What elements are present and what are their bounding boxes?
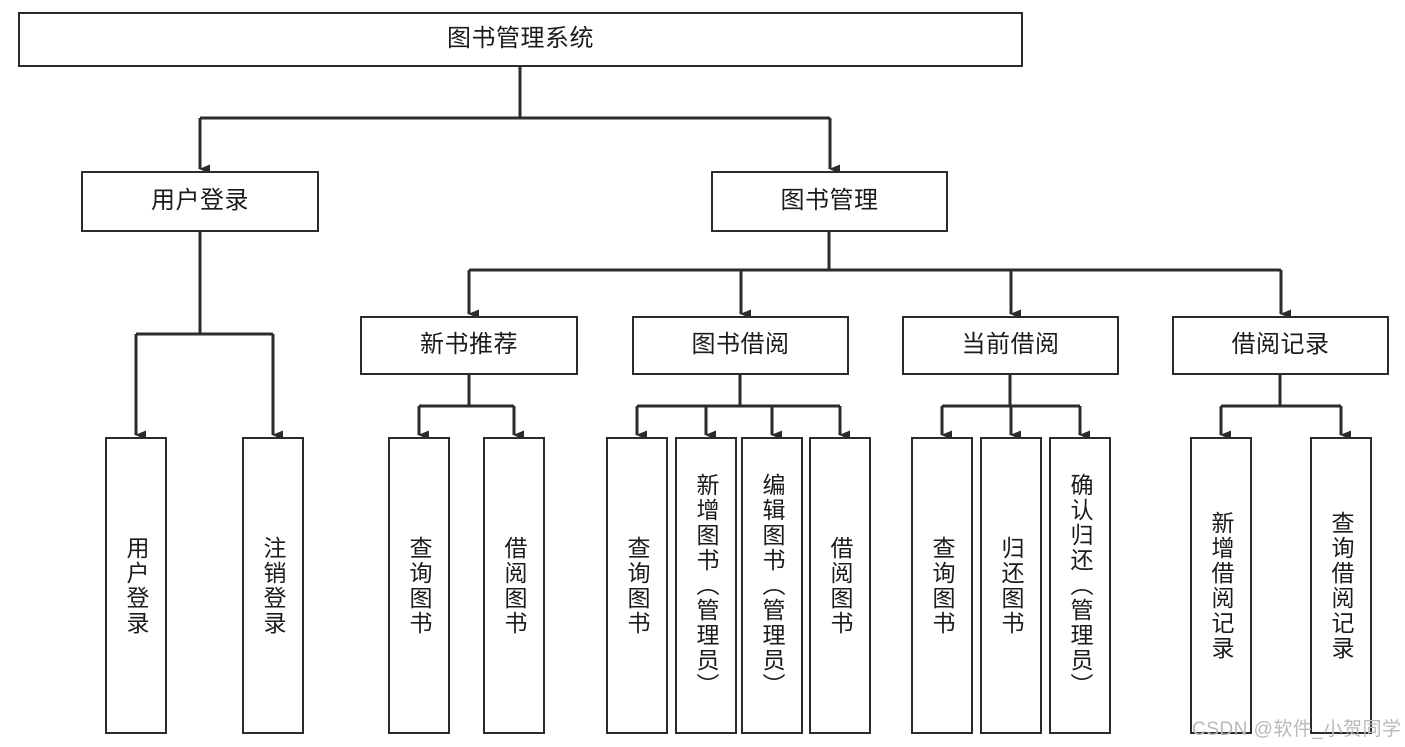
node-leaf-query-borrow-record[interactable]: 查询借阅记录 <box>1310 437 1372 734</box>
node-current-borrow[interactable]: 当前借阅 <box>902 316 1119 375</box>
node-label: 查询图书 <box>624 535 651 636</box>
node-label: 用户登录 <box>151 187 249 215</box>
node-leaf-add-book[interactable]: 新增图书（管理员） <box>675 437 737 734</box>
node-leaf-return-book[interactable]: 归还图书 <box>980 437 1042 734</box>
node-label: 当前借阅 <box>961 331 1060 359</box>
node-leaf-borrow-book[interactable]: 借阅图书 <box>809 437 871 734</box>
node-label: 借阅图书 <box>827 535 854 636</box>
connector-group <box>134 67 1351 440</box>
node-borrow-record[interactable]: 借阅记录 <box>1172 316 1389 375</box>
node-leaf-borrow-book-recommend[interactable]: 借阅图书 <box>483 437 545 734</box>
node-label: 新书推荐 <box>420 331 518 359</box>
node-label: 新增图书（管理员） <box>693 473 720 698</box>
node-book-manage[interactable]: 图书管理 <box>711 171 948 232</box>
node-label: 借阅记录 <box>1231 331 1330 359</box>
node-leaf-user-login[interactable]: 用户登录 <box>105 437 167 734</box>
node-new-book-recommend[interactable]: 新书推荐 <box>360 316 578 375</box>
node-label: 编辑图书（管理员） <box>759 473 786 698</box>
node-book-borrow[interactable]: 图书借阅 <box>632 316 849 375</box>
node-label: 图书管理系统 <box>447 25 594 53</box>
node-label: 注销登录 <box>260 535 287 636</box>
node-leaf-logout-login[interactable]: 注销登录 <box>242 437 304 734</box>
node-user-login[interactable]: 用户登录 <box>81 171 319 232</box>
node-label: 确认归还（管理员） <box>1067 473 1094 698</box>
node-label: 用户登录 <box>123 535 150 636</box>
node-label: 图书管理 <box>780 187 879 215</box>
node-leaf-edit-book[interactable]: 编辑图书（管理员） <box>741 437 803 734</box>
node-leaf-add-borrow-record[interactable]: 新增借阅记录 <box>1190 437 1252 734</box>
node-label: 归还图书 <box>998 535 1025 636</box>
node-root[interactable]: 图书管理系统 <box>18 12 1023 67</box>
node-label: 图书借阅 <box>691 331 790 359</box>
node-label: 查询借阅记录 <box>1328 510 1355 661</box>
node-label: 查询图书 <box>406 535 433 636</box>
node-leaf-query-book-recommend[interactable]: 查询图书 <box>388 437 450 734</box>
node-label: 查询图书 <box>929 535 956 636</box>
node-leaf-confirm-return[interactable]: 确认归还（管理员） <box>1049 437 1111 734</box>
node-label: 新增借阅记录 <box>1208 510 1235 661</box>
node-label: 借阅图书 <box>501 535 528 636</box>
node-leaf-query-book-borrow[interactable]: 查询图书 <box>606 437 668 734</box>
node-leaf-query-book-current[interactable]: 查询图书 <box>911 437 973 734</box>
